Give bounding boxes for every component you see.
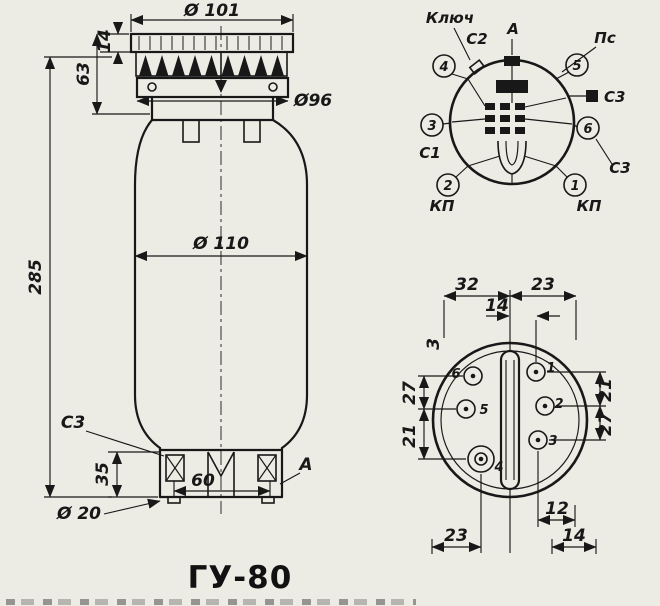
base-pins — [456, 362, 555, 473]
dim-diameter-101: Ø 101 — [183, 1, 240, 21]
internal-electrodes — [451, 66, 573, 183]
dim-12: 12 — [545, 499, 569, 519]
dim-32: 32 — [455, 275, 479, 295]
base-pin-5: 5 — [479, 403, 488, 418]
dim-14-top: 14 — [485, 296, 509, 316]
anode-label: A — [506, 20, 519, 38]
neck-crown — [150, 95, 275, 143]
side-pin-lug-left — [165, 454, 185, 504]
anode-plate — [496, 80, 528, 93]
pin-4-number: 4 — [438, 60, 448, 75]
side-pin-lug-right — [257, 454, 277, 504]
grid3-pin-label: С3 — [609, 159, 630, 177]
glass-envelope — [133, 118, 309, 450]
dim-3: 3 — [424, 338, 444, 350]
grid2-label: С2 — [466, 30, 487, 48]
cathode-loop — [497, 140, 527, 175]
key-tab — [453, 27, 486, 75]
heater-mid-label: Пс — [594, 29, 616, 47]
cathode-label-left: КП — [430, 197, 455, 215]
grid3-terminal-label: С3 — [61, 413, 85, 433]
base-pin-1: 1 — [546, 361, 555, 376]
pin-6-number: 6 — [583, 122, 592, 137]
grid1-label: С1 — [419, 144, 440, 162]
cathode-label-right: КП — [577, 197, 602, 215]
base-pin-4: 4 — [493, 460, 503, 475]
base-pin-layout-view: 1 2 3 6 5 4 32 23 14 3 — [400, 275, 616, 554]
base-pin-3: 3 — [548, 434, 557, 449]
base-dimensions: 32 23 14 3 27 21 21 27 — [400, 275, 616, 554]
cropped-text-fragment — [6, 599, 416, 605]
electrode-connection-view: 4 5 3 6 2 1 Ключ С2 A Пс С3 — [419, 9, 630, 215]
tube-outline-view: Ø 101 14 63 Ø96 285 Ø 110 — [26, 1, 332, 524]
dim-height-35: 35 — [93, 462, 113, 486]
anode-stem-arrow — [215, 80, 227, 93]
top-cap-ring — [129, 32, 295, 54]
dim-height-63: 63 — [74, 62, 94, 86]
dim-diameter-20: Ø 20 — [56, 504, 101, 524]
base-pin-2: 2 — [554, 397, 563, 412]
pin-5-number: 5 — [572, 59, 581, 74]
dim-23-bottom: 23 — [444, 526, 468, 546]
pin-1-number: 1 — [570, 179, 579, 194]
dim-23-top: 23 — [531, 275, 555, 295]
grid-stack — [485, 103, 525, 134]
dim-27-right: 27 — [596, 412, 616, 436]
dim-diameter-110: Ø 110 — [192, 234, 249, 254]
grid3-tab-label: С3 — [604, 88, 625, 106]
dim-width-60: 60 — [191, 471, 215, 491]
dim-14-bottom: 14 — [562, 526, 586, 546]
radiator-fins — [135, 51, 288, 77]
anode-terminal-label: A — [297, 455, 312, 475]
key-label: Ключ — [426, 9, 474, 27]
dim-27-left: 27 — [400, 381, 420, 405]
outline-dimensions: Ø 101 14 63 Ø96 285 Ø 110 — [26, 1, 332, 524]
dim-diameter-96: Ø96 — [293, 91, 332, 111]
dim-height-285: 285 — [26, 259, 46, 295]
grid3-side-tab — [568, 90, 598, 102]
tube-model-title: ГУ-80 — [187, 560, 293, 596]
center-key-spigot — [499, 349, 521, 491]
tube-base — [158, 446, 284, 504]
anode-top-tab — [504, 56, 520, 66]
dim-21-left: 21 — [400, 424, 420, 448]
pin-3-number: 3 — [427, 119, 436, 134]
dim-height-14: 14 — [95, 29, 115, 53]
pin-number-callouts: 4 5 3 6 2 1 — [420, 53, 600, 197]
base-pin-6: 6 — [451, 367, 460, 382]
pin-2-number: 2 — [443, 179, 452, 194]
dim-21-right: 21 — [596, 378, 616, 402]
